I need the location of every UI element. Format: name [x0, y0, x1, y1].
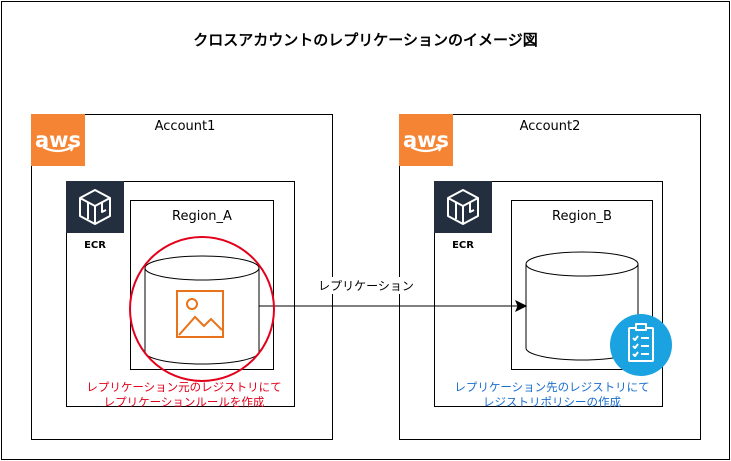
account1-label: Account1 [154, 119, 216, 134]
destination-note: レプリケーション先のレジストリにて レジストリポリシーの作成 [412, 380, 692, 410]
diagram-title: クロスアカウントのレプリケーションのイメージ図 [193, 31, 538, 49]
source-note: レプリケーション元のレジストリにて レプリケーションルールを作成 [44, 380, 324, 410]
region-a-label: Region_A [172, 209, 232, 224]
source-note-line-1: レプリケーション元のレジストリにて [86, 380, 282, 394]
destination-note-line-2: レジストリポリシーの作成 [483, 395, 621, 409]
destination-note-line-1: レプリケーション先のレジストリにて [454, 380, 650, 394]
repository-cylinder-b [525, 251, 639, 361]
ecr-label-2: ECR [452, 240, 474, 251]
arrow-right-icon [259, 299, 528, 313]
repository-cylinder-a [144, 255, 260, 365]
source-note-line-2: レプリケーションルールを作成 [103, 395, 265, 409]
ecr-group-1 [66, 181, 295, 407]
region-b-container [511, 200, 653, 370]
arrow-label: レプリケーション [306, 277, 426, 294]
highlight-circle [129, 236, 275, 382]
aws-smile-icon [410, 144, 443, 153]
ecr-label-1: ECR [84, 240, 106, 251]
ecr-icon [434, 181, 492, 233]
account2-label: Account2 [519, 119, 581, 134]
aws-logo: aws [399, 114, 453, 166]
ecr-cube-icon [447, 189, 479, 225]
ecr-cube-icon [79, 189, 111, 225]
ecr-group-2 [434, 181, 663, 407]
ecr-icon [66, 181, 124, 233]
region-b-label: Region_B [552, 209, 612, 224]
aws-logo: aws [31, 114, 85, 166]
container-image-icon [176, 290, 224, 338]
region-a-container [130, 200, 274, 370]
registry-policy-icon [610, 314, 672, 376]
aws-smile-icon [42, 144, 75, 153]
